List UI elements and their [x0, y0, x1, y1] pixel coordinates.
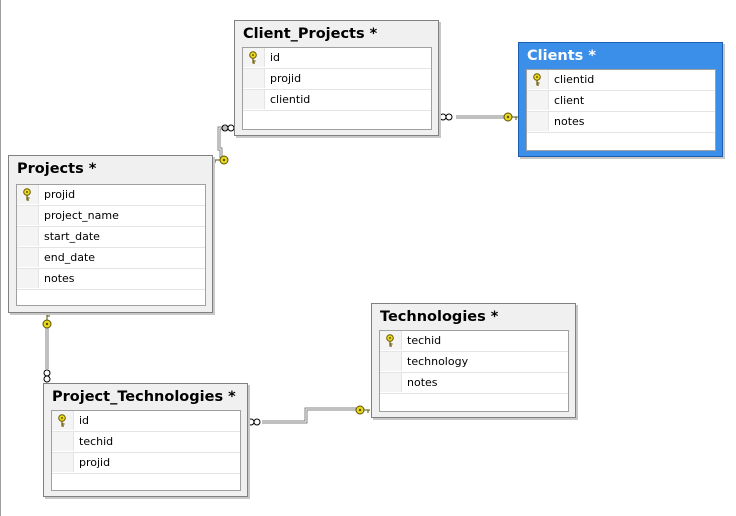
column-row[interactable]: client: [527, 91, 715, 112]
column-row[interactable]: notes: [527, 112, 715, 133]
table-title: Projects *: [17, 161, 97, 177]
column-row[interactable]: techid: [52, 432, 240, 453]
row-selector: [52, 453, 74, 472]
column-row[interactable]: project_name: [17, 206, 205, 227]
column-name: projid: [79, 456, 111, 469]
row-selector: [380, 373, 402, 392]
key-icon: [23, 188, 31, 201]
column-grid: projid project_name start_date end_date …: [16, 184, 206, 306]
column-name: id: [270, 51, 281, 64]
column-row[interactable]: notes: [380, 373, 568, 394]
row-selector: [17, 248, 39, 267]
row-selector: [17, 185, 39, 204]
canvas-left-border: [0, 0, 1, 516]
table-title: Clients *: [527, 48, 596, 64]
relationship-projects-project-technologies[interactable]: [42, 314, 52, 383]
row-selector: [52, 432, 74, 451]
row-selector: [243, 90, 265, 109]
column-name: clientid: [554, 73, 595, 86]
row-selector: [380, 331, 402, 350]
row-selector: [527, 91, 549, 110]
column-name: id: [79, 414, 90, 427]
key-icon: [249, 51, 257, 64]
column-row[interactable]: id: [243, 48, 431, 69]
relationship-client-projects-clients[interactable]: [439, 112, 518, 122]
table-project-technologies[interactable]: Project_Technologies * id techid projid: [43, 383, 248, 497]
column-name: techid: [407, 334, 442, 347]
column-grid: techid technology notes: [379, 330, 569, 412]
relationship-project-technologies-technologies[interactable]: [247, 405, 370, 426]
column-row[interactable]: technology: [380, 352, 568, 373]
column-row[interactable]: start_date: [17, 227, 205, 248]
key-icon: [355, 405, 370, 415]
table-technologies[interactable]: Technologies * techid technology notes: [371, 303, 576, 418]
row-selector: [17, 206, 39, 225]
table-title: Technologies *: [380, 309, 499, 325]
column-grid: id techid projid: [51, 410, 241, 491]
column-name: techid: [79, 435, 114, 448]
infinity-icon: [43, 369, 51, 383]
key-icon: [42, 314, 52, 329]
row-selector: [17, 269, 39, 288]
table-client-projects[interactable]: Client_Projects * id projid clientid: [234, 20, 439, 136]
column-row[interactable]: projid: [17, 185, 205, 206]
column-row[interactable]: projid: [243, 69, 431, 90]
table-title: Project_Technologies *: [52, 389, 236, 405]
key-icon: [213, 155, 229, 165]
key-icon: [503, 112, 518, 122]
column-name: notes: [44, 272, 75, 285]
row-selector: [17, 227, 39, 246]
column-row[interactable]: notes: [17, 269, 205, 290]
infinity-icon: [247, 418, 261, 426]
column-row[interactable]: techid: [380, 331, 568, 352]
row-selector: [243, 48, 265, 67]
column-name: notes: [407, 376, 438, 389]
table-title: Client_Projects *: [243, 26, 378, 42]
column-name: end_date: [44, 251, 96, 264]
table-clients[interactable]: Clients * clientid client notes: [518, 42, 723, 157]
column-name: projid: [44, 188, 76, 201]
column-row[interactable]: id: [52, 411, 240, 432]
column-row[interactable]: clientid: [243, 90, 431, 111]
column-row[interactable]: end_date: [17, 248, 205, 269]
row-selector: [52, 411, 74, 430]
column-name: project_name: [44, 209, 119, 222]
column-row[interactable]: clientid: [527, 70, 715, 91]
row-selector: [243, 69, 265, 88]
column-row[interactable]: projid: [52, 453, 240, 474]
column-grid: clientid client notes: [526, 69, 716, 151]
column-name: client: [554, 94, 585, 107]
row-selector: [527, 112, 549, 131]
key-icon: [533, 73, 541, 86]
column-name: clientid: [270, 93, 311, 106]
column-name: technology: [407, 355, 469, 368]
column-name: projid: [270, 72, 302, 85]
column-name: notes: [554, 115, 585, 128]
table-projects[interactable]: Projects * projid project_name start_da: [8, 155, 213, 313]
relationship-client-projects-projects[interactable]: [213, 124, 235, 165]
row-selector: [527, 70, 549, 89]
row-selector: [380, 352, 402, 371]
infinity-icon: [439, 113, 453, 121]
key-icon: [386, 334, 394, 347]
column-name: start_date: [44, 230, 100, 243]
key-icon: [58, 414, 66, 427]
column-grid: id projid clientid: [242, 47, 432, 130]
